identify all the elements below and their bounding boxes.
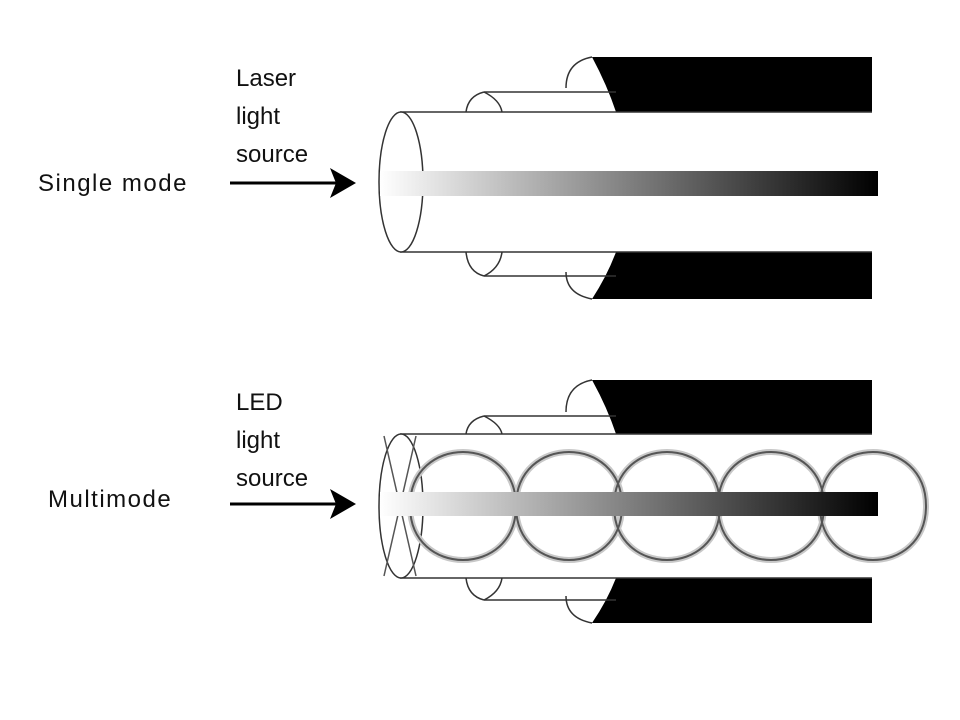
laser-source-line-3: source [236,141,308,168]
single-mode-jacket [565,56,872,300]
single-mode-section: Single mode Laser light source [38,56,878,300]
laser-source-line-1: Laser [236,65,296,92]
led-source-line-3: source [236,465,308,492]
single-mode-arrow-icon [230,168,356,198]
multimode-arrow-icon [230,489,356,519]
led-source-line-1: LED [236,389,283,416]
multimode-cladding [465,415,616,601]
single-mode-cladding [465,91,616,277]
single-mode-fiber [378,56,878,300]
multimode-label: Multimode [48,486,172,513]
multimode-fiber [378,379,929,624]
multimode-light-beam [380,492,878,516]
ray-loop [819,451,927,561]
multimode-section: Multimode LED light source [48,379,929,624]
single-mode-label: Single mode [38,170,188,197]
multimode-jacket [565,379,872,624]
led-source-line-2: light [236,427,280,454]
single-mode-light-beam [380,171,878,196]
laser-source-line-2: light [236,103,280,130]
